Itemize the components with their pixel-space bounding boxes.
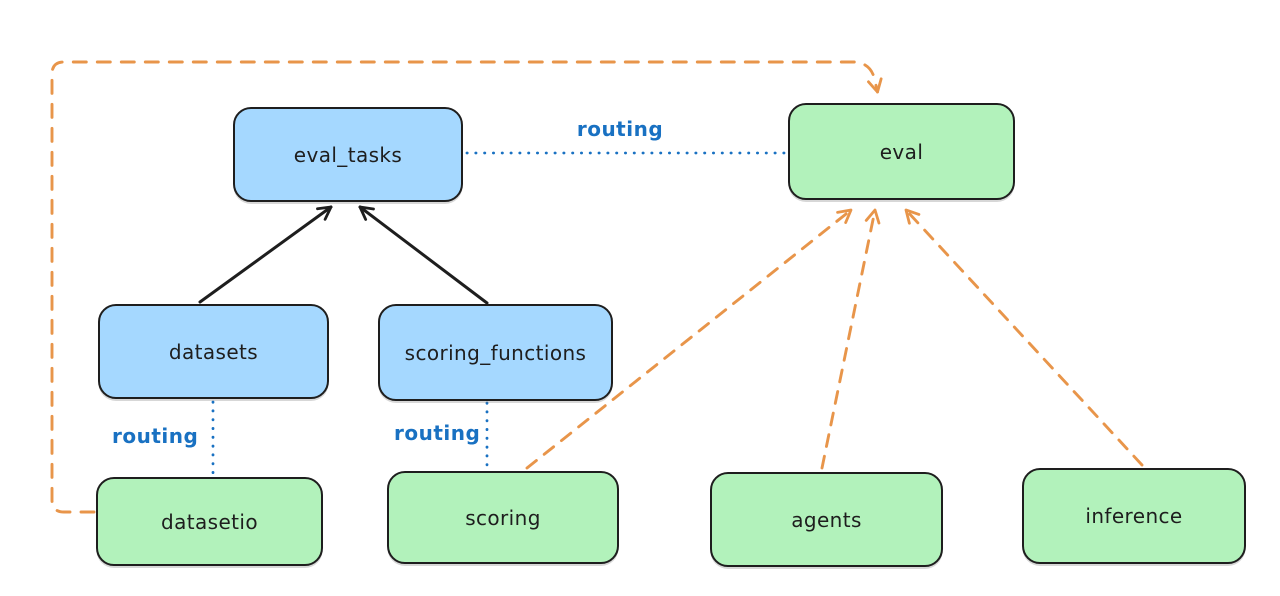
- edge-datasetio-to-eval: [50, 60, 883, 514]
- edge-datasets-to-eval-tasks: [198, 205, 333, 304]
- edge-scoring-to-eval: [525, 208, 853, 470]
- node-scoring-functions: scoring_functions: [378, 304, 613, 401]
- node-datasetio: datasetio: [96, 477, 323, 566]
- node-inference: inference: [1022, 468, 1246, 564]
- node-scoring-label: scoring: [465, 505, 541, 530]
- node-agents-label: agents: [791, 507, 862, 532]
- node-agents: agents: [710, 472, 943, 567]
- node-scoring: scoring: [387, 471, 619, 564]
- edge-agents-to-eval: [820, 208, 881, 470]
- edge-label-routing-datasets: routing: [112, 424, 199, 448]
- node-datasetio-label: datasetio: [160, 509, 258, 534]
- node-eval: eval: [788, 103, 1015, 200]
- node-datasets-label: datasets: [168, 339, 259, 364]
- node-eval-label: eval: [879, 139, 924, 164]
- edge-inference-to-eval: [904, 208, 1144, 467]
- node-eval-tasks: eval_tasks: [233, 107, 463, 202]
- node-datasets: datasets: [98, 304, 329, 399]
- node-scoring-functions-label: scoring_functions: [404, 340, 587, 365]
- node-inference-label: inference: [1085, 504, 1183, 528]
- edge-label-routing-top: routing: [576, 117, 664, 141]
- node-eval-tasks-label: eval_tasks: [293, 142, 403, 167]
- edge-label-routing-scoring: routing: [394, 421, 481, 445]
- edge-scoring-functions-to-eval-tasks: [358, 205, 489, 305]
